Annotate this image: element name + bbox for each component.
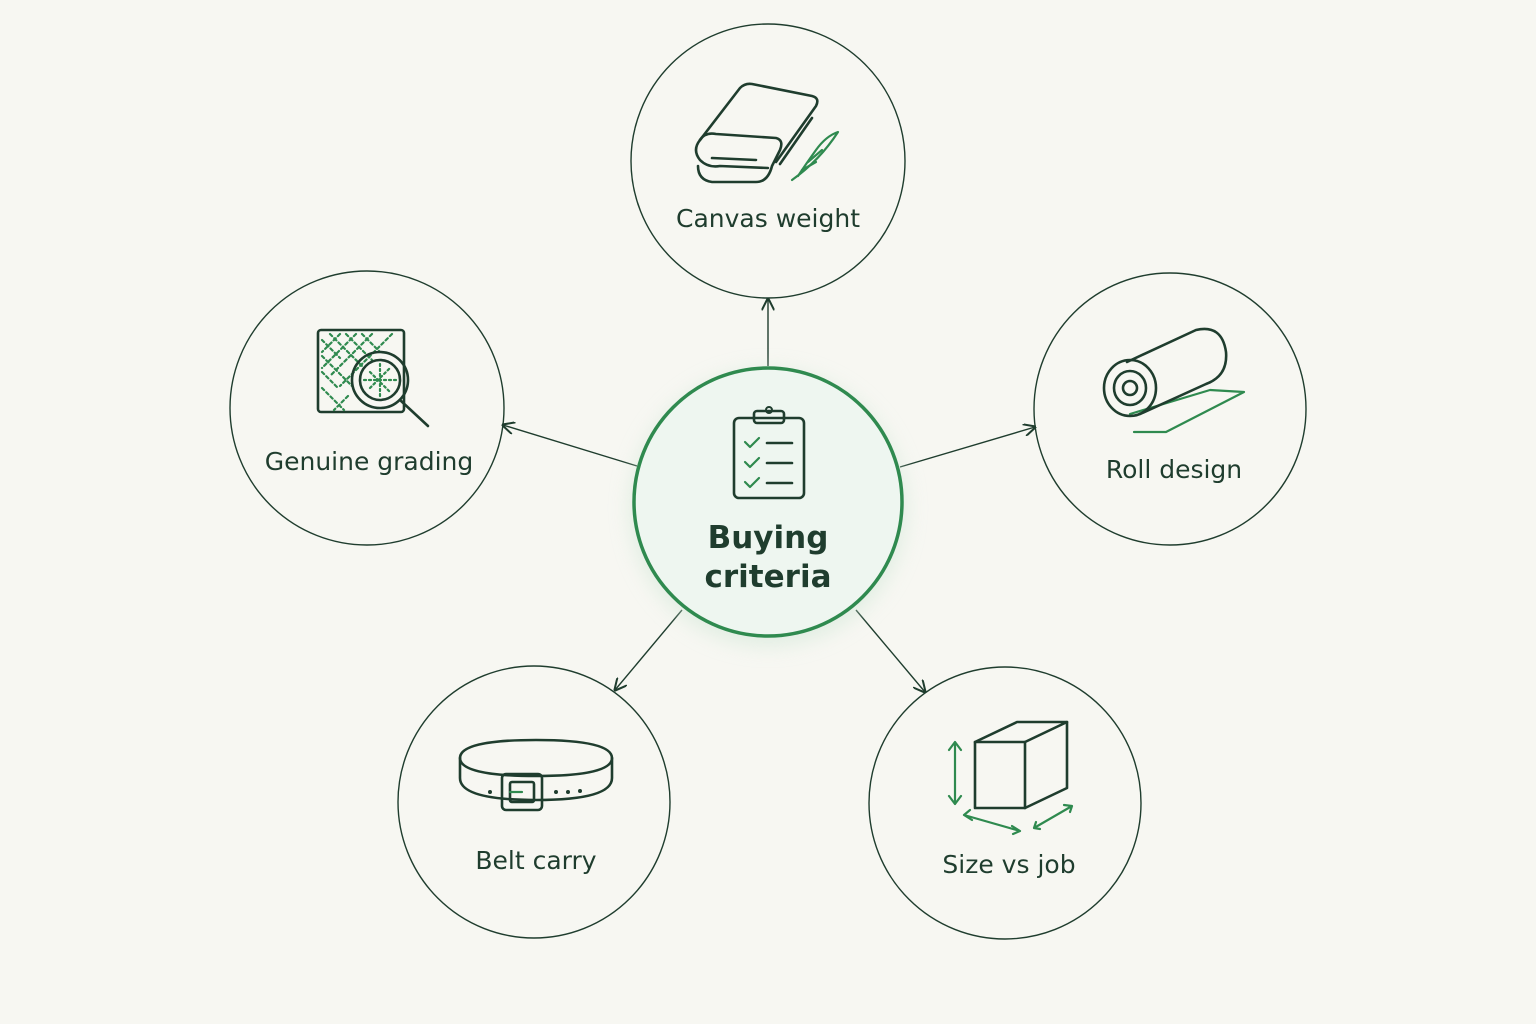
belt-buckle-icon bbox=[458, 738, 614, 812]
node-size-vs-job: Size vs job bbox=[868, 666, 1142, 940]
clipboard-checklist-icon bbox=[732, 406, 806, 500]
center-node: Buying criteria bbox=[630, 366, 906, 646]
center-title-line1: Buying bbox=[708, 520, 829, 556]
folded-canvas-feather-icon bbox=[694, 82, 840, 184]
node-label-genuine-grading: Genuine grading bbox=[265, 447, 474, 476]
fabric-magnifier-icon bbox=[316, 328, 430, 428]
node-belt-carry: Belt carry bbox=[397, 665, 671, 939]
center-circle bbox=[632, 366, 904, 638]
node-label-canvas-weight: Canvas weight bbox=[676, 204, 860, 233]
connector-genuine-grading bbox=[503, 425, 638, 467]
node-label-belt-carry: Belt carry bbox=[475, 846, 596, 875]
connector-size-vs-job bbox=[855, 609, 925, 692]
center-title-line2: criteria bbox=[705, 559, 832, 595]
node-genuine-grading: Genuine grading bbox=[229, 270, 505, 546]
tool-roll-icon bbox=[1102, 327, 1246, 434]
connectors bbox=[503, 299, 1035, 692]
node-roll-design: Roll design bbox=[1033, 272, 1307, 546]
node-label-size-vs-job: Size vs job bbox=[942, 850, 1075, 879]
connector-roll-design bbox=[899, 427, 1035, 468]
node-label-roll-design: Roll design bbox=[1106, 455, 1242, 484]
node-canvas-weight: Canvas weight bbox=[630, 23, 906, 299]
connector-belt-carry bbox=[615, 609, 683, 690]
box-dimensions-icon bbox=[947, 720, 1074, 836]
